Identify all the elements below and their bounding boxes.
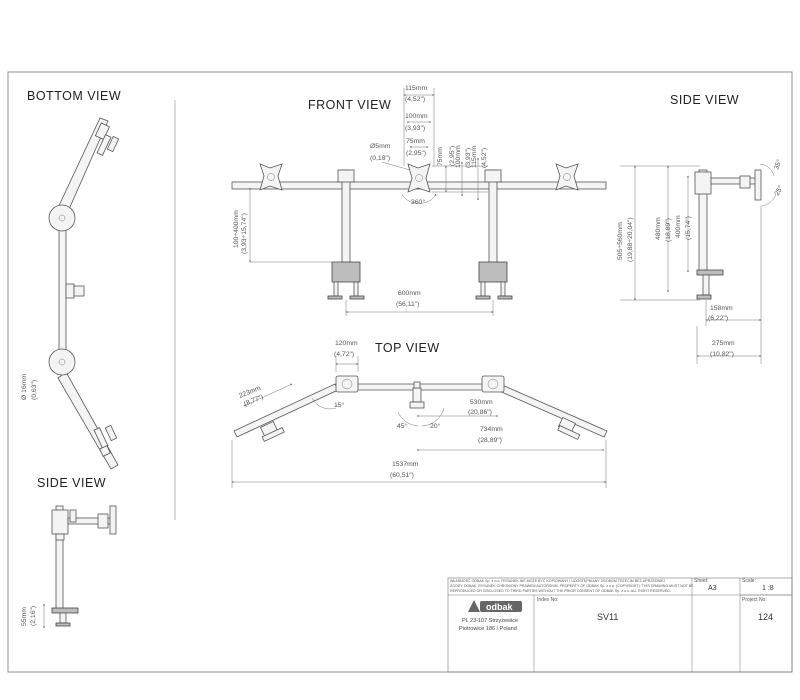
logo-mark-icon: [468, 600, 480, 612]
company-address-2: Piotrowice 186 / Poland: [459, 626, 517, 632]
side-35-dim: 35°: [772, 158, 783, 171]
bottom-view-drawing: [48, 117, 120, 470]
top-view-drawing: [233, 375, 608, 442]
side-400-dim: 400mm: [675, 215, 682, 238]
top-45-dim: 45°: [397, 422, 408, 430]
side-158-dim: 158mm: [710, 305, 733, 312]
front-360-dim: 360°: [411, 198, 425, 206]
side-275-dim: 275mm: [712, 340, 735, 347]
company-name: odbak: [486, 602, 513, 612]
side-275-dim-in: (10,82"): [710, 351, 734, 358]
copyright-notice-line-1: WŁASNOŚĆ ODBAK Sp. z o.o. RYSUNEK NIE MO…: [450, 578, 665, 583]
side-view-right-drawing: [694, 163, 777, 300]
top-734-dim-in: (28,89"): [478, 437, 502, 444]
copyright-notice-line-3: REPRODUCED OR DISCLOSED TO THIRD PARTIES…: [450, 589, 671, 593]
front-height-dim-in: (3,93÷15,74"): [241, 213, 248, 254]
side-total-dim: 505÷560mm: [617, 222, 624, 260]
sheet-value: A3: [708, 585, 717, 592]
front-100v-dim-in: (3,93"): [465, 148, 472, 168]
front-115v-dim-in: (4,52"): [481, 148, 488, 168]
front-600-dim-in: (56,11"): [396, 301, 419, 308]
front-115-dim: 115mm: [405, 85, 427, 92]
side-400-dim-in: (15,74"): [685, 216, 692, 240]
bottom-hole-dim: Ø 16mm: [21, 374, 28, 400]
top-120-dim-in: (4,72"): [334, 351, 354, 358]
front-view-drawing: [231, 163, 607, 300]
front-75v-dim-in: (2,95"): [449, 146, 456, 166]
side-left-55-dim: 55mm: [21, 607, 28, 626]
front-hole-dim: Ø5mm: [370, 143, 391, 150]
side-480-dim: 480mm: [655, 217, 662, 240]
company-address-1: PL 23-107 Strzyżewice: [462, 618, 518, 624]
side-25-dim: 25°: [773, 184, 785, 197]
front-115v-dim: 115mm: [471, 146, 478, 168]
front-600-dim: 600mm: [398, 290, 421, 297]
copyright-notice-line-2: ZGODY ODBAK. RYSUNEK CHRONIONY PRAWEM AU…: [450, 584, 694, 588]
project-value: 124: [758, 612, 773, 622]
top-530-dim-in: (20,86"): [468, 409, 492, 416]
front-hole-dim-in: (0,18"): [370, 155, 390, 162]
side-view-right-title: SIDE VIEW: [670, 93, 739, 107]
sheet-label: Sheet:: [694, 578, 708, 584]
top-120-dim: 120mm: [335, 340, 358, 347]
side-left-55-dim-in: (2,16"): [30, 606, 37, 626]
sheet-frame: [7, 71, 793, 673]
top-1537-dim-in: (60,51"): [390, 472, 414, 479]
bottom-view-title: BOTTOM VIEW: [27, 89, 121, 103]
index-label: Index No:: [537, 597, 558, 603]
front-115-dim-in: (4,52"): [405, 96, 425, 103]
top-20-dim: 20°: [430, 422, 441, 430]
front-75-dim-in: (2,95"): [406, 150, 426, 157]
side-total-dim-in: (19,88÷20,04"): [627, 217, 634, 262]
front-75-dim: 75mm: [406, 138, 425, 145]
front-view-title: FRONT VIEW: [308, 98, 391, 112]
scale-value: 1 :8: [762, 585, 774, 592]
top-view-title: TOP VIEW: [375, 341, 440, 355]
side-view-left-drawing: [51, 505, 117, 627]
top-734-dim: 734mm: [480, 426, 503, 433]
front-100-dim-in: (3,93"): [405, 125, 425, 132]
top-15-dim: 15°: [334, 401, 345, 409]
title-block: [447, 577, 793, 673]
front-height-dim: 100÷400mm: [233, 210, 240, 248]
company-logo: odbak: [468, 600, 522, 612]
front-75v-dim: 75mm: [437, 147, 444, 166]
top-530-dim: 530mm: [470, 399, 493, 406]
bottom-hole-dim-in: (0,63"): [31, 380, 38, 400]
side-480-dim-in: (18,89"): [665, 218, 672, 242]
top-1537-dim: 1537mm: [392, 461, 419, 468]
front-100v-dim: 100mm: [455, 145, 462, 168]
project-label: Project No:: [742, 597, 767, 603]
side-view-left-title: SIDE VIEW: [37, 476, 106, 490]
side-158-dim-in: (6,22"): [708, 315, 728, 322]
front-100-dim: 100mm: [405, 113, 428, 120]
index-value: SV11: [597, 612, 618, 622]
scale-label: Scale:: [742, 578, 756, 584]
